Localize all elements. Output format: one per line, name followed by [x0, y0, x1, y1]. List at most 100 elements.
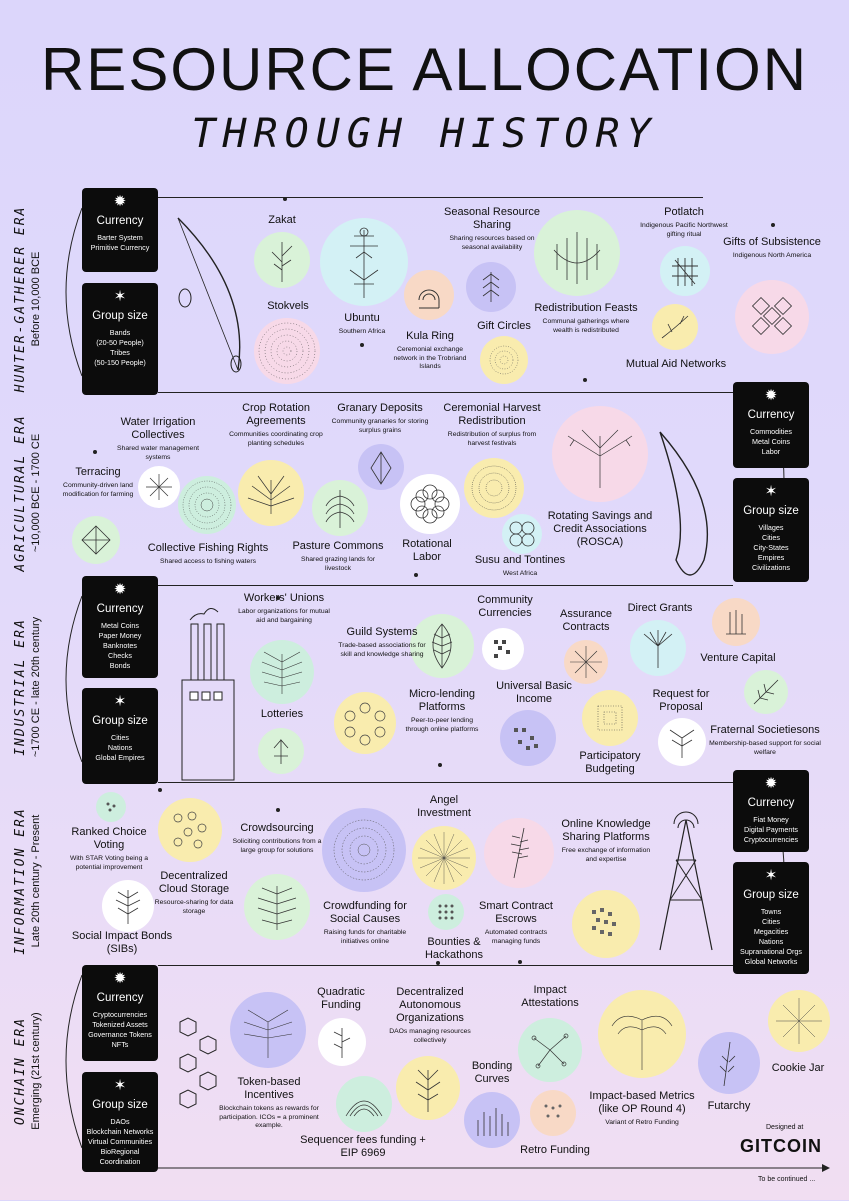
to-be-continued: To be continued ...	[758, 1176, 816, 1183]
era-divider	[158, 782, 733, 783]
label-partbudget: Participatory Budgeting	[579, 750, 641, 775]
partbudget-circle	[582, 690, 638, 746]
label-angel: Angel Investment	[417, 794, 471, 819]
croprotation-circle	[238, 460, 304, 526]
hunter-currency-box: ✹ Currency Barter System Primitive Curre…	[82, 188, 158, 272]
microlending-circle	[410, 614, 474, 678]
page-title: RESOURCE ALLOCATION	[40, 36, 809, 103]
label-giftcircles: Gift Circles	[477, 320, 531, 332]
label-zakat: Zakat	[268, 214, 296, 226]
label-bonding: Bonding Curves	[471, 1060, 513, 1085]
sun-icon: ✹	[764, 387, 778, 404]
subsistence-circle	[735, 280, 809, 354]
star-icon: ✶	[764, 867, 778, 884]
token-circle	[230, 992, 306, 1068]
ubuntu-circle	[320, 218, 408, 306]
giftcircles-circle	[466, 262, 516, 312]
era-divider	[158, 585, 733, 586]
fraternal-circle	[744, 670, 788, 714]
label-stokvels: Stokvels	[267, 300, 309, 312]
escrow-circle	[484, 818, 554, 888]
terracing-circle	[72, 516, 120, 564]
label-rosca: Rotating Savings and Credit Associations…	[547, 510, 653, 548]
stokvels-circle	[254, 318, 320, 384]
crowdsourcing-circle	[244, 874, 310, 940]
rosca-circle	[552, 406, 648, 502]
label-mutualaid: Mutual Aid Networks	[625, 358, 727, 370]
lotteries-circle	[258, 728, 304, 774]
dao-circle	[396, 1056, 460, 1120]
label-rfp: Request for Proposal	[652, 688, 710, 713]
decstorage-circle	[158, 798, 222, 862]
sib-circle	[102, 880, 154, 932]
label-qf: Quadratic Funding	[317, 986, 365, 1011]
era-divider	[158, 392, 733, 393]
feasts-circle	[534, 210, 620, 296]
rotlabor-circle	[400, 474, 460, 534]
attest-circle	[518, 1018, 582, 1082]
commcur-circle	[482, 628, 524, 670]
zakat-circle	[254, 232, 310, 288]
rfp-circle	[658, 718, 706, 766]
fishing-circle	[178, 476, 236, 534]
bounties-circle	[428, 894, 464, 930]
granary-circle	[358, 444, 404, 490]
sun-icon: ✹	[113, 193, 127, 210]
label-sequencer: Sequencer fees funding + EIP 6969	[300, 1134, 426, 1159]
label-ubi: Universal Basic Income	[496, 680, 572, 705]
unions-circle	[250, 640, 314, 704]
assurance-circle	[564, 640, 608, 684]
futarchy-circle	[698, 1032, 760, 1094]
industrial-currency-box: ✹ Currency Metal Coins Paper Money Bankn…	[82, 576, 158, 678]
agri-group-box: ✶ Group size Villages Cities City-States…	[733, 478, 809, 582]
harvest-circle	[464, 458, 524, 518]
label-retro: Retro Funding	[520, 1144, 590, 1156]
label-commcur: Community Currencies	[477, 594, 533, 619]
impactmetrics-circle	[598, 990, 686, 1078]
info-currency-box: ✹ Currency Fiat Money Digital Payments C…	[733, 770, 809, 852]
industrial-group-box: ✶ Group size Cities Nations Global Empir…	[82, 688, 158, 784]
label-impactmetrics: Impact-based Metrics (like OP Round 4)Va…	[589, 1090, 695, 1126]
angel-circle	[412, 826, 476, 890]
ranked-circle	[96, 792, 126, 822]
guild-circle	[334, 692, 396, 754]
crowdfunding-circle	[322, 808, 406, 892]
era-label-onchain: ONCHAIN ERA Emerging (21st century)	[13, 1012, 42, 1130]
onchain-currency-box: ✹ Currency Cryptocurrencies Tokenized As…	[82, 965, 158, 1061]
label-assurance: Assurance Contracts	[560, 608, 612, 633]
star-icon: ✶	[113, 288, 127, 305]
kula-circle	[404, 270, 454, 320]
label-rotlabor: Rotational Labor	[402, 538, 452, 563]
star-icon: ✶	[113, 693, 127, 710]
seasonal-mandala-circle	[480, 336, 528, 384]
era-divider	[158, 965, 733, 966]
label-sib: Social Impact Bonds (SIBs)	[71, 930, 173, 955]
label-attest: Impact Attestations	[521, 984, 579, 1009]
label-bounties: Bounties & Hackathons	[424, 936, 484, 961]
venture-circle	[712, 598, 760, 646]
label-cookie: Cookie Jar	[771, 1062, 825, 1074]
label-futarchy: Futarchy	[707, 1100, 751, 1112]
designed-at: Designed at	[766, 1124, 804, 1131]
qf-circle	[318, 1018, 366, 1066]
